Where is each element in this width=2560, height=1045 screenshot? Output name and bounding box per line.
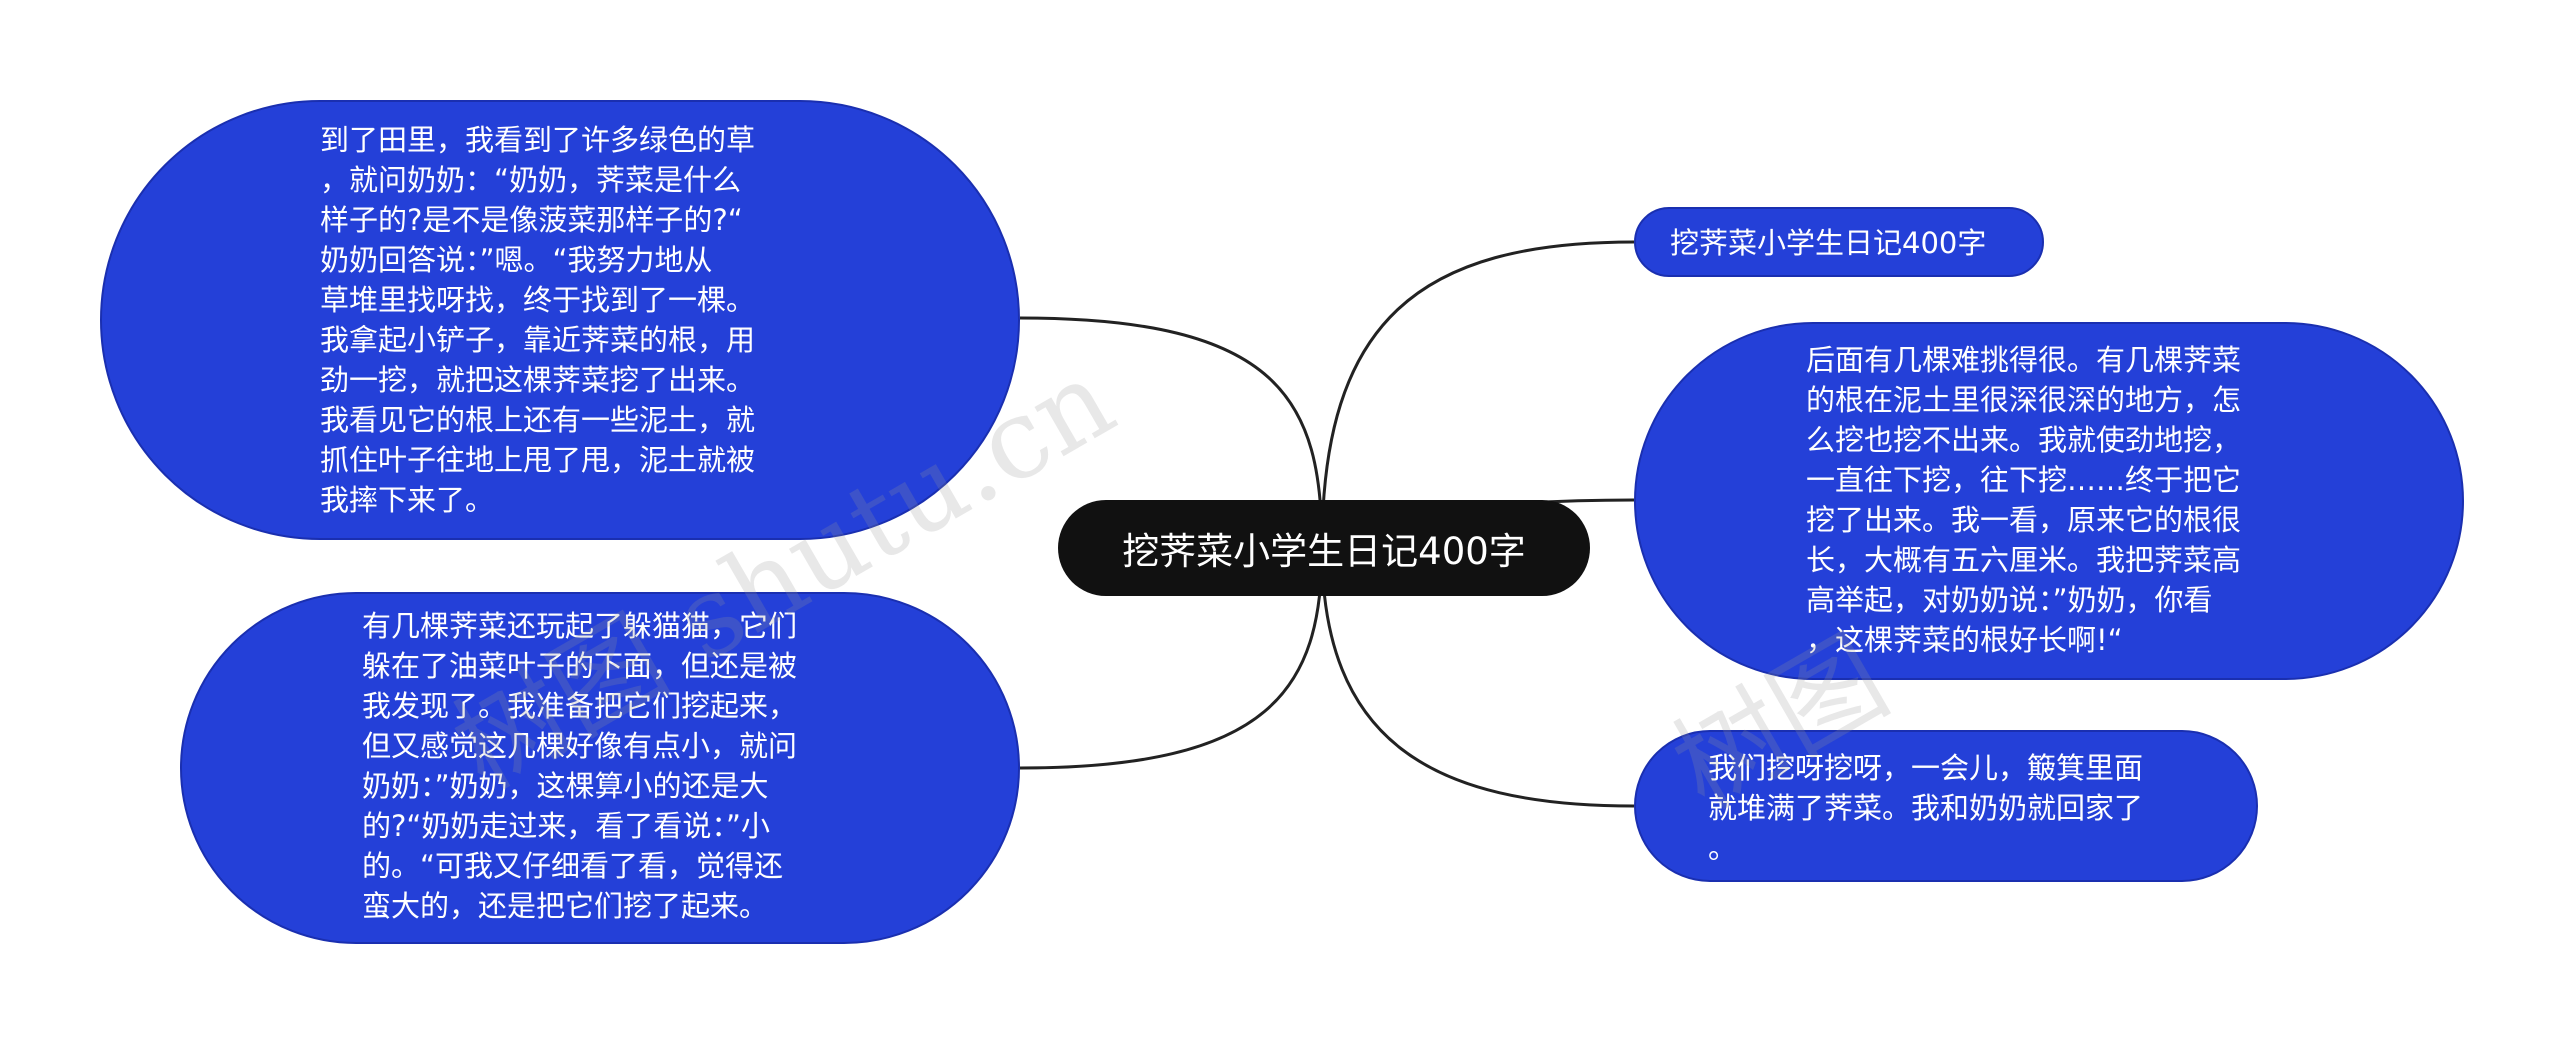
topic-node-right-middle[interactable]: 后面有几棵难挑得很。有几棵荠菜 的根在泥土里很深很深的地方，怎 么挖也挖不出来。… (1634, 322, 2464, 680)
topic-node-left-bottom[interactable]: 有几棵荠菜还玩起了躲猫猫，它们 躲在了油菜叶子的下面，但还是被 我发现了。我准备… (180, 592, 1020, 944)
topic-text-right-title: 挖荠菜小学生日记400字 (1670, 226, 1987, 260)
topic-node-left-top[interactable]: 到了田里，我看到了许多绿色的草 ，就问奶奶：“奶奶，荠菜是什么 样子的?是不是像… (100, 100, 1020, 540)
topic-text-right-bottom: 我们挖呀挖呀，一会儿，簸箕里面 就堆满了荠菜。我和奶奶就回家了 。 (1708, 751, 2144, 865)
topic-text-left-top: 到了田里，我看到了许多绿色的草 ，就问奶奶：“奶奶，荠菜是什么 样子的?是不是像… (320, 123, 756, 517)
topic-text-right-middle: 后面有几棵难挑得很。有几棵荠菜 的根在泥土里很深很深的地方，怎 么挖也挖不出来。… (1806, 343, 2242, 657)
topic-text-left-bottom: 有几棵荠菜还玩起了躲猫猫，它们 躲在了油菜叶子的下面，但还是被 我发现了。我准备… (362, 609, 798, 923)
topic-node-right-bottom[interactable]: 我们挖呀挖呀，一会儿，簸箕里面 就堆满了荠菜。我和奶奶就回家了 。 (1634, 730, 2258, 882)
topic-node-right-title[interactable]: 挖荠菜小学生日记400字 (1634, 207, 2044, 277)
central-topic-label: 挖荠菜小学生日记400字 (1122, 530, 1526, 573)
central-topic[interactable]: 挖荠菜小学生日记400字 (1058, 500, 1590, 596)
